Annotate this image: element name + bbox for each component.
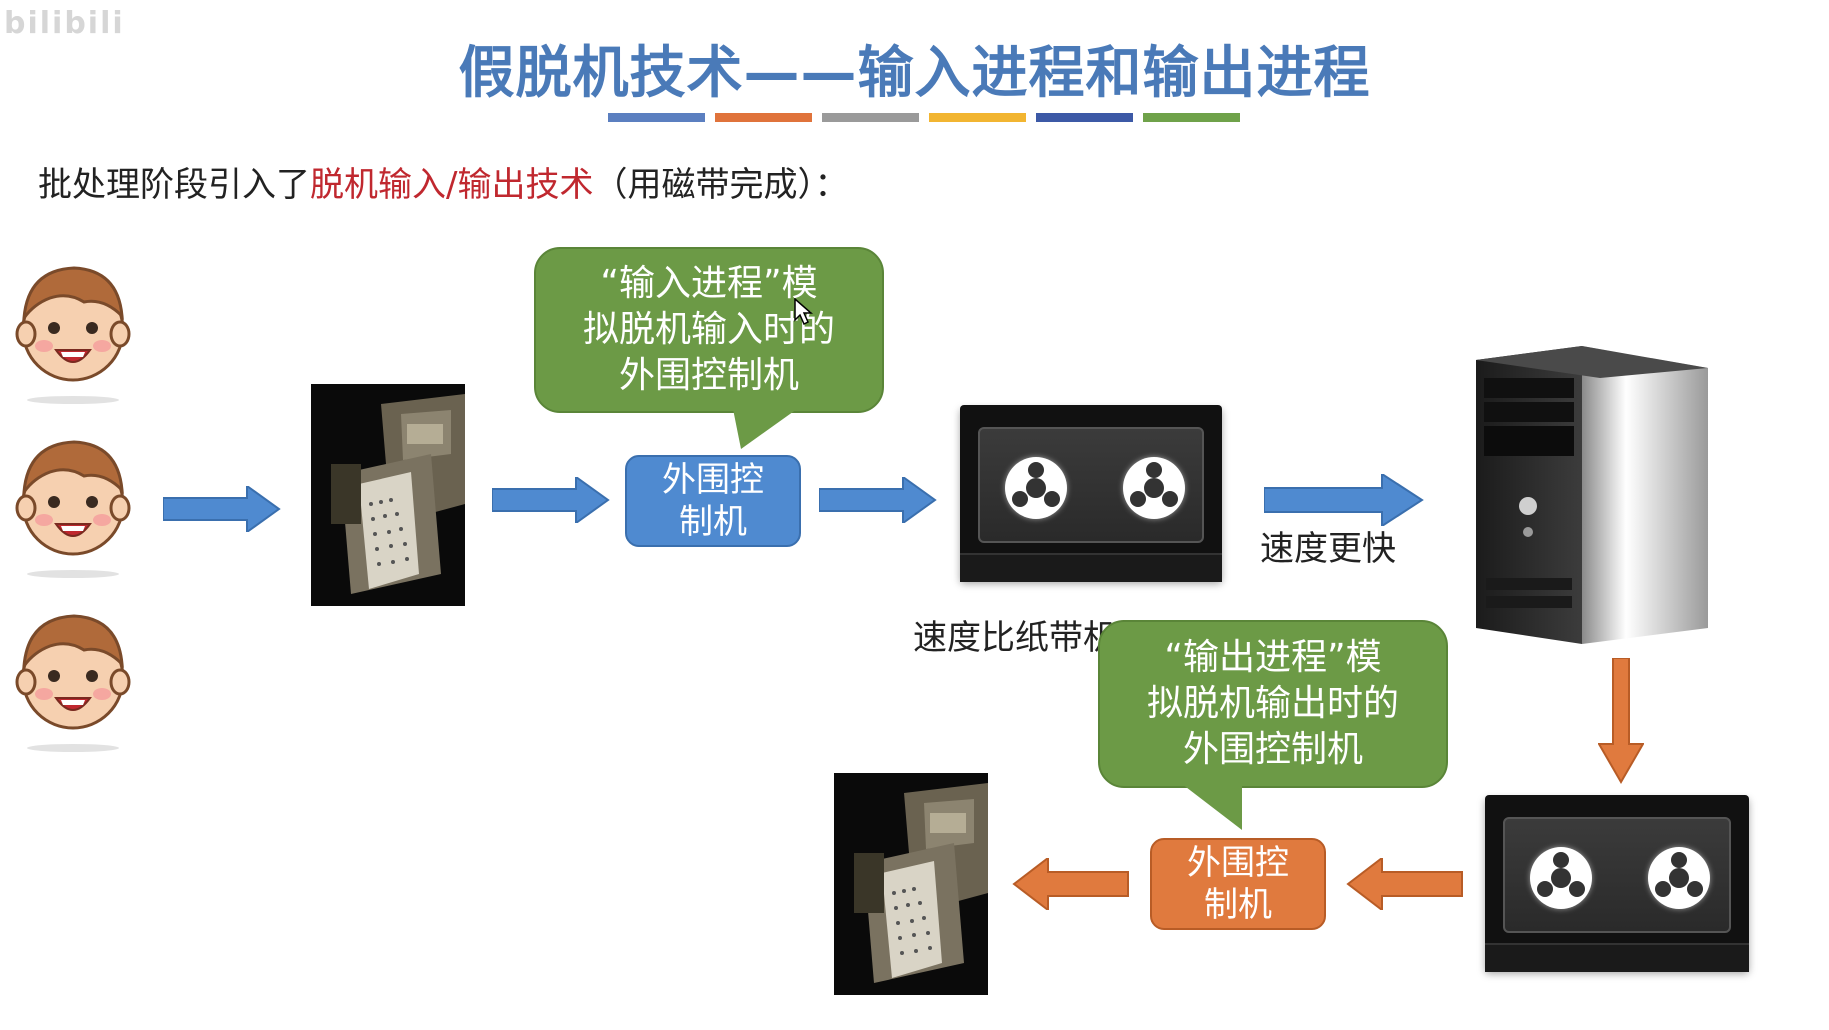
color-bar	[929, 113, 1026, 122]
color-bar	[608, 113, 705, 122]
tape-drive-icon	[1485, 795, 1749, 972]
input-peripheral-controller: 外围控 制机	[625, 455, 801, 547]
callout-line: 拟脱机输出时的	[1146, 683, 1399, 724]
user-face-icon	[14, 258, 132, 390]
watermark: bilibili	[4, 6, 125, 41]
callout-line: 外围控制机	[1182, 729, 1363, 770]
color-bar	[1036, 113, 1133, 122]
user-face-icon	[14, 432, 132, 564]
callout-line: “输出进程”模	[1164, 637, 1382, 678]
output-process-callout: “输出进程”模 拟脱机输出时的 外围控制机	[1098, 620, 1448, 788]
input-process-callout: “输入进程”模 拟脱机输入时的 外围控制机	[534, 247, 884, 413]
computer-tower-icon	[1472, 338, 1716, 644]
controller-label: 制机	[679, 502, 747, 542]
intro-prefix: 批处理阶段引入了	[38, 165, 310, 205]
controller-label: 外围控	[662, 460, 764, 500]
color-bar	[715, 113, 812, 122]
mouse-cursor-icon	[794, 298, 813, 326]
callout-tail	[733, 409, 797, 449]
color-bar	[822, 113, 919, 122]
intro-text: 批处理阶段引入了脱机输入/输出技术（用磁带完成）：	[38, 157, 848, 206]
title-underline-bars	[608, 113, 1240, 122]
user-face-icon	[14, 606, 132, 738]
arrow-left-icon	[1012, 858, 1129, 910]
arrow-left-icon	[1346, 858, 1463, 910]
intro-highlight: 脱机输入/输出技术	[310, 165, 594, 205]
face-shadow	[27, 396, 119, 404]
face-shadow	[27, 744, 119, 752]
callout-line: 外围控制机	[618, 355, 799, 396]
callout-tail	[1182, 784, 1242, 830]
controller-label: 制机	[1204, 885, 1272, 925]
paper-tape-machine-icon	[834, 773, 988, 995]
intro-suffix: （用磁带完成）：	[593, 165, 849, 205]
controller-label: 外围控	[1187, 843, 1289, 883]
paper-tape-machine-icon	[311, 384, 465, 606]
callout-line: “输入进程”模	[600, 263, 818, 304]
arrow-down-icon	[1598, 658, 1644, 784]
face-shadow	[27, 570, 119, 578]
output-peripheral-controller: 外围控 制机	[1150, 838, 1326, 930]
color-bar	[1143, 113, 1240, 122]
arrow-right-icon	[819, 477, 937, 523]
arrow-right-icon	[492, 477, 610, 523]
callout-line: 拟脱机输入时的	[582, 309, 835, 350]
faster-label: 速度更快	[1260, 529, 1396, 569]
arrow-right-icon	[1264, 474, 1424, 526]
tape-drive-icon	[960, 405, 1222, 582]
page-title: 假脱机技术——输入进程和输出进程	[458, 41, 1371, 106]
arrow-right-icon	[163, 486, 281, 532]
